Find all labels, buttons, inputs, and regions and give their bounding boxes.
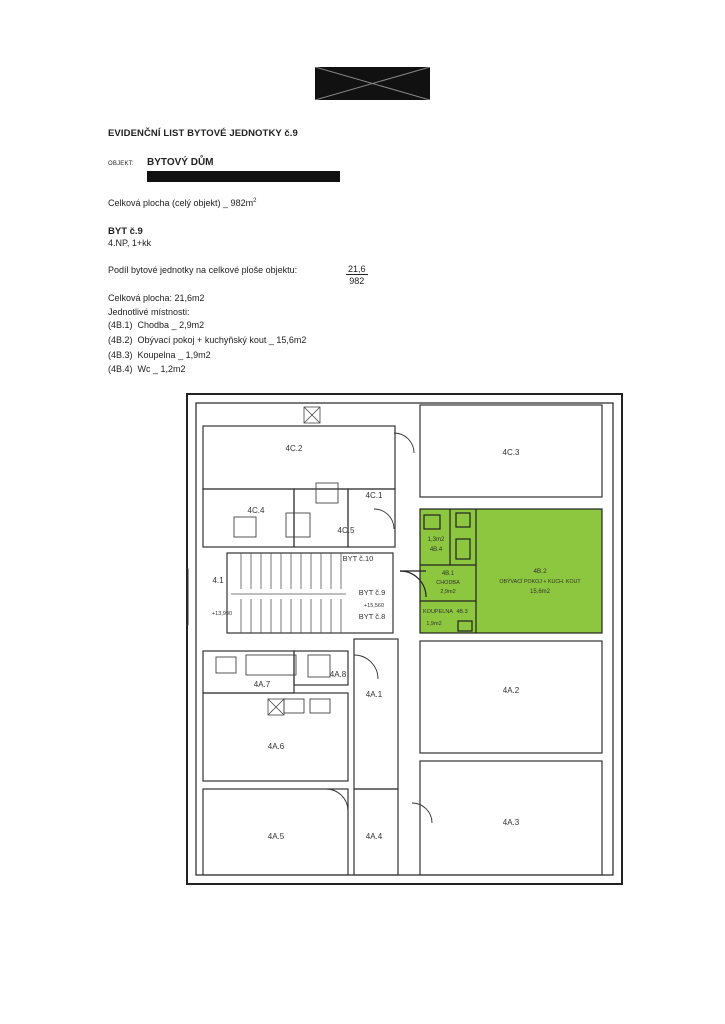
- room-label-4c1: 4C.1: [366, 491, 383, 500]
- share-numerator: 21,6: [346, 264, 368, 275]
- bath-code: 4B.3: [456, 609, 467, 615]
- room-label-4c4: 4C.4: [248, 506, 265, 515]
- bath-name: KOUPELNA: [423, 609, 453, 615]
- wc-area: 1,3m2: [428, 537, 445, 543]
- object-value: BYTOVÝ DŮM: [147, 157, 214, 168]
- floor-plan: 4C.2 4C.3 4C.1 4C.4 4C.5 4.1 BYT č.10 BY…: [186, 393, 623, 885]
- redacted-logo: [315, 67, 430, 100]
- label-byt-10: BYT č.10: [343, 554, 374, 563]
- room-label-4c2: 4C.2: [286, 444, 303, 453]
- hall-code: 4B.1: [442, 571, 455, 577]
- level-mark-2: +15,560: [364, 603, 384, 609]
- hall-name: CHODBA: [436, 580, 460, 586]
- document-title: EVIDENČNÍ LIST BYTOVÉ JEDNOTKY č.9: [108, 128, 298, 139]
- room-line: (4B.1) Chodba _ 2,9m2: [108, 320, 205, 330]
- object-label: OBJEKT:: [108, 161, 134, 167]
- room-label-4c5: 4C.5: [338, 526, 355, 535]
- room-label-4a7: 4A.7: [254, 680, 271, 689]
- room-label-4a6: 4A.6: [268, 742, 285, 751]
- share-fraction: 21,6 982: [346, 264, 368, 286]
- room-label-4a8: 4A.8: [330, 670, 347, 679]
- living-area: 15,6m2: [530, 589, 551, 595]
- level-mark-1: +13,990: [212, 611, 232, 617]
- room-label-4a5: 4A.5: [268, 832, 285, 841]
- redacted-address: [147, 171, 340, 182]
- label-byt-8: BYT č.8: [359, 612, 386, 621]
- room-label-4a1: 4A.1: [366, 690, 383, 699]
- label-byt-9: BYT č.9: [359, 588, 386, 597]
- bath-area: 1,9m2: [426, 621, 441, 627]
- living-code: 4B.2: [533, 568, 547, 575]
- unit-title: BYT č.9: [108, 226, 143, 237]
- unit-area: Celková plocha: 21,6m2: [108, 293, 205, 303]
- share-label: Podíl bytové jednotky na celkové ploše o…: [108, 265, 298, 275]
- rooms-title: Jednotlivé místnosti:: [108, 307, 190, 317]
- wc-code: 4B.4: [430, 547, 443, 553]
- hall-area: 2,9m2: [440, 589, 455, 595]
- unit-type: 4.NP, 1+kk: [108, 238, 152, 248]
- room-line: (4B.4) Wc _ 1,2m2: [108, 364, 186, 374]
- room-label-4a2: 4A.2: [503, 686, 520, 695]
- share-denominator: 982: [349, 276, 365, 286]
- room-label-4a4: 4A.4: [366, 832, 383, 841]
- total-area: Celková plocha (celý objekt) _ 982m2: [108, 198, 257, 208]
- room-line: (4B.3) Koupelna _ 1,9m2: [108, 350, 211, 360]
- living-name: OBÝVACÍ POKOJ + KUCH. KOUT: [499, 578, 581, 585]
- room-label-4c3: 4C.3: [503, 448, 520, 457]
- room-label-4a3: 4A.3: [503, 818, 520, 827]
- room-line: (4B.2) Obývací pokoj + kuchyňský kout _ …: [108, 335, 307, 345]
- room-label-4-1: 4.1: [212, 576, 224, 585]
